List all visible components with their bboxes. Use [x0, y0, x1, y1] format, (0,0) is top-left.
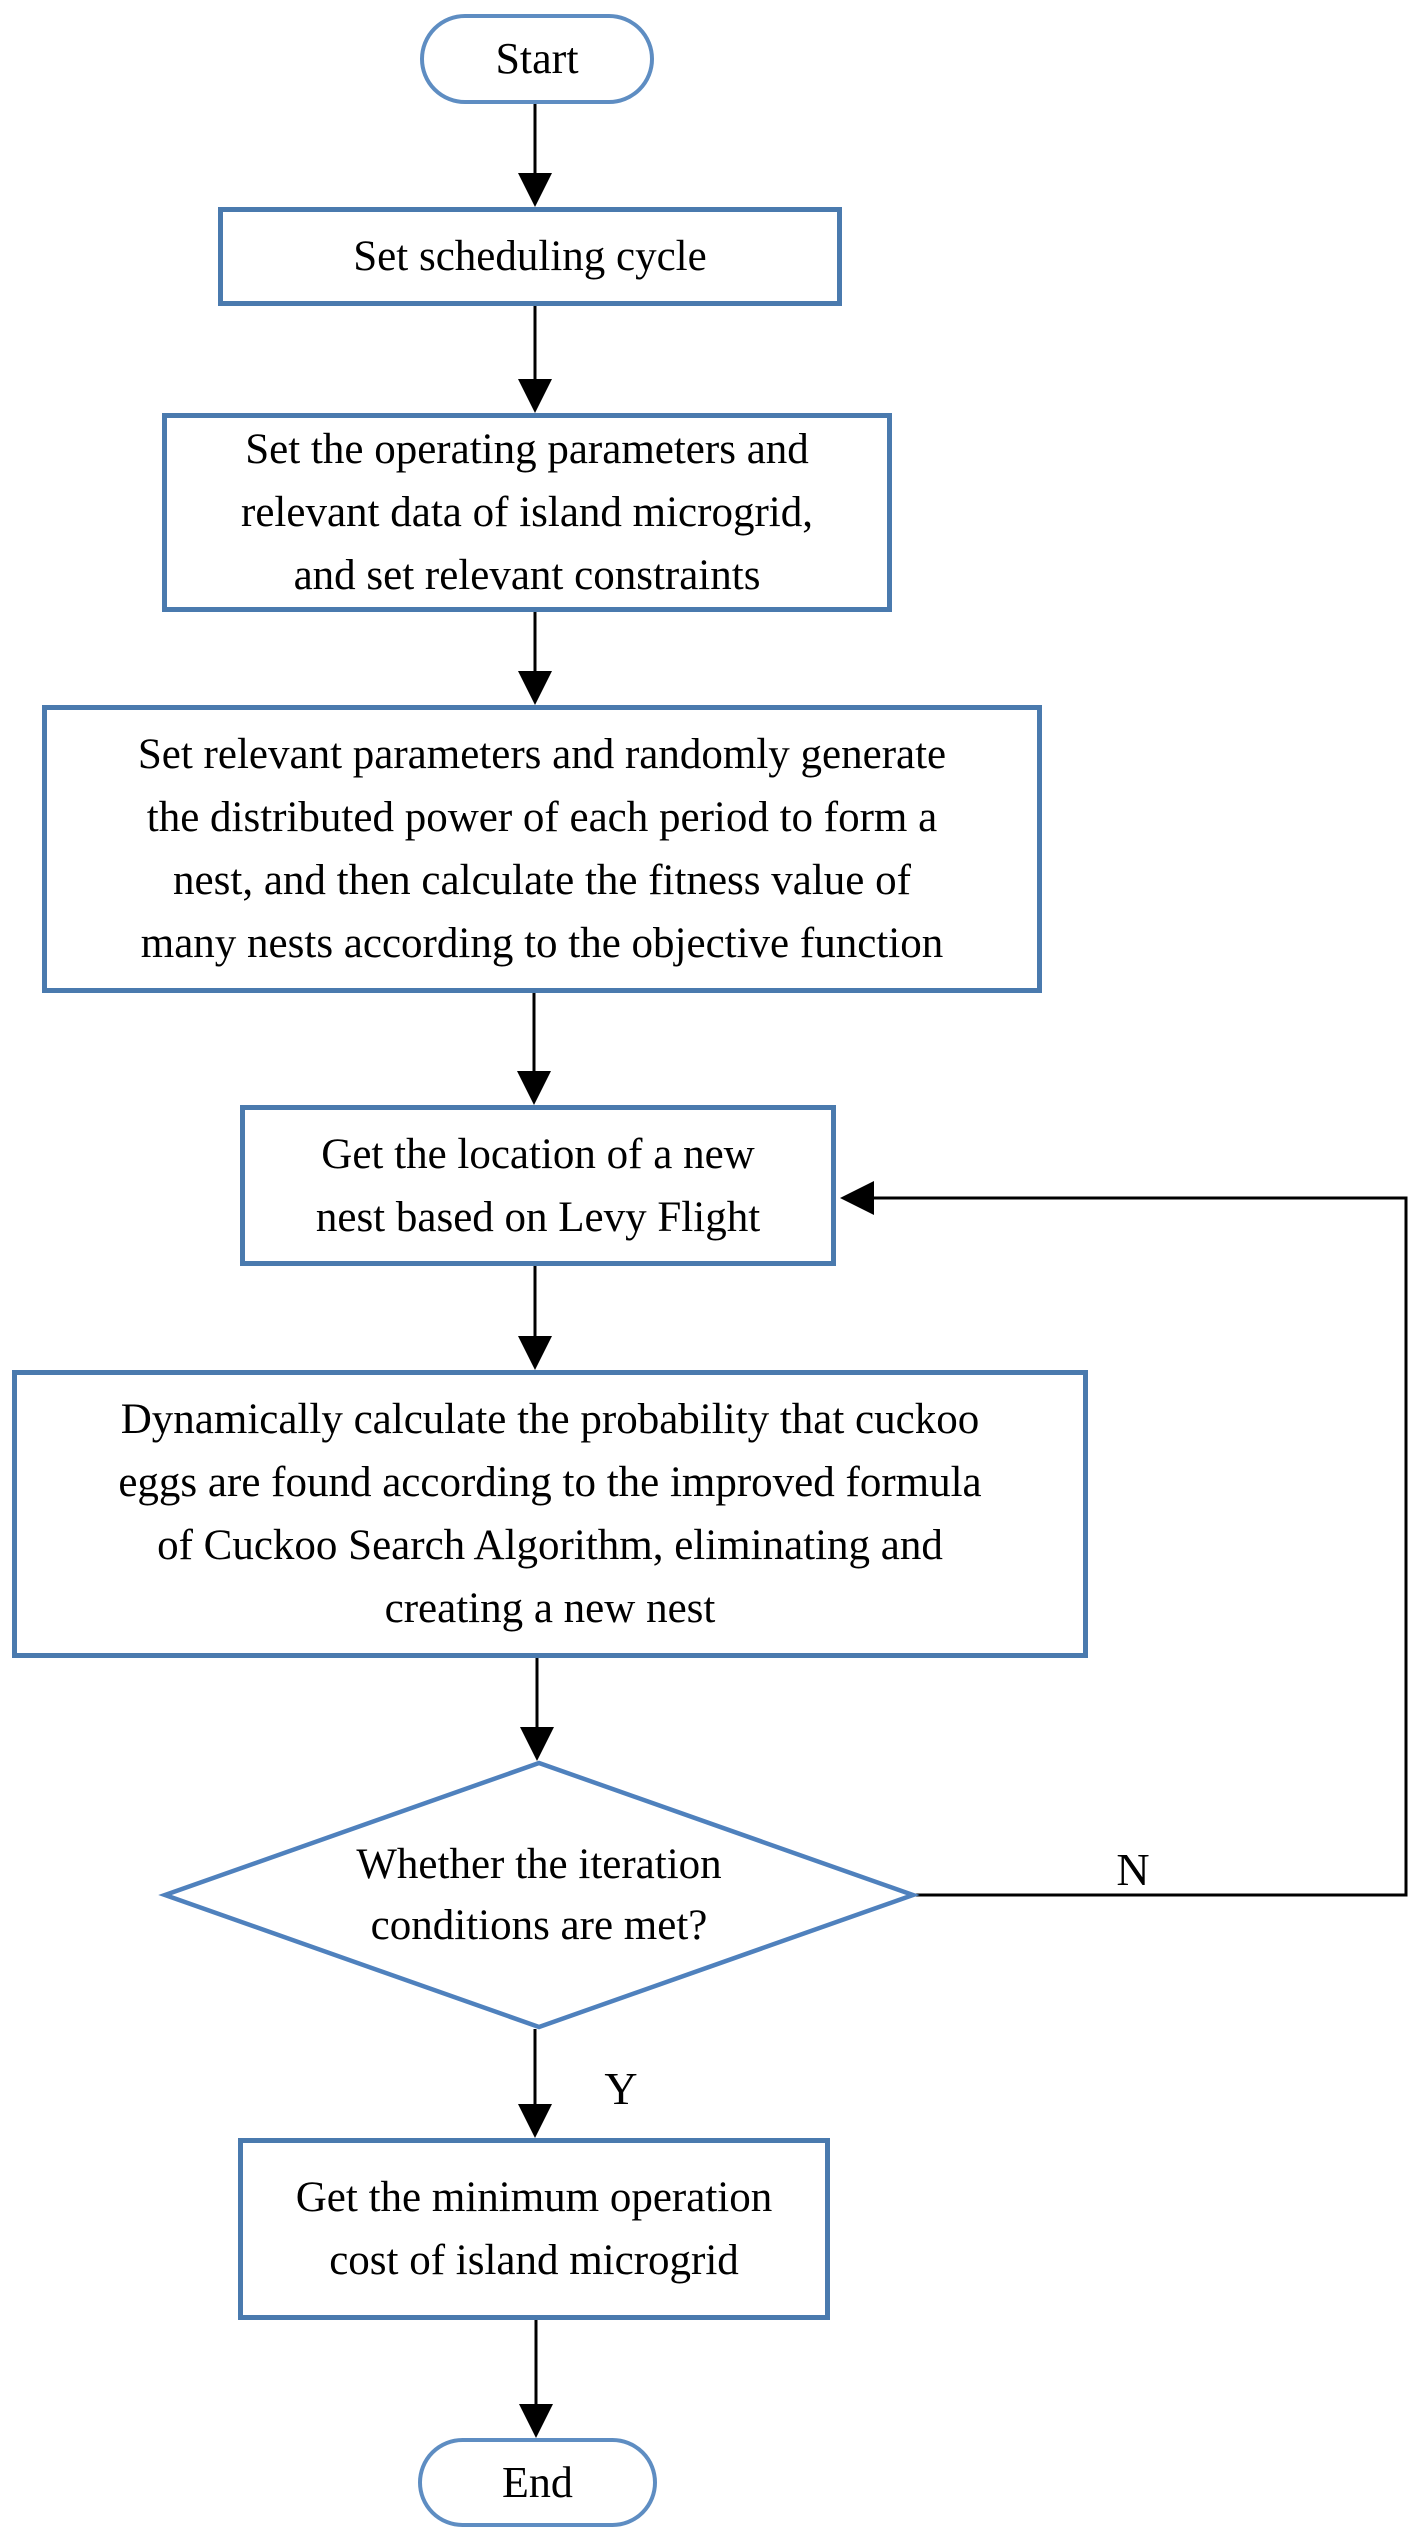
edge-label-yes: Y [604, 2062, 638, 2114]
node-generate-nests-label: Set relevant parameters and randomly gen… [137, 731, 947, 967]
node-minimum-cost: Get the minimum operation cost of island… [238, 2138, 830, 2320]
node-set-operating-parameters: Set the operating parameters and relevan… [162, 413, 892, 612]
node-start: Start [420, 14, 654, 104]
arrow-set-operating-parameters-to-generate-nests [518, 612, 552, 705]
loop-no-branch-arrow [840, 1181, 1408, 1897]
node-end-label: End [502, 2457, 573, 2507]
node-levy-flight: Get the location of a new nest based on … [240, 1105, 836, 1266]
decision-diamond-shape [158, 1760, 920, 2030]
node-start-label: Start [495, 34, 579, 83]
arrow-start-to-set-scheduling-cycle [518, 104, 552, 207]
arrow-iteration-decision-to-minimum-cost [518, 2029, 552, 2138]
node-iteration-decision: Whether the iteration conditions are met… [165, 1763, 913, 2027]
arrow-cuckoo-probability-to-iteration-decision [520, 1658, 554, 1761]
node-set-scheduling-cycle: Set scheduling cycle [218, 207, 842, 306]
arrow-levy-flight-to-cuckoo-probability [518, 1266, 552, 1370]
arrow-minimum-cost-to-end [519, 2320, 553, 2438]
edge-label-no: N [1116, 1843, 1150, 1895]
node-end: End [418, 2438, 657, 2527]
node-set-scheduling-cycle-label: Set scheduling cycle [353, 233, 707, 280]
arrow-generate-nests-to-levy-flight [517, 993, 551, 1105]
node-set-operating-parameters-label: Set the operating parameters and relevan… [241, 426, 813, 599]
node-minimum-cost-label: Get the minimum operation cost of island… [295, 2174, 773, 2284]
node-cuckoo-probability-label: Dynamically calculate the probability th… [118, 1396, 982, 1632]
arrow-set-scheduling-cycle-to-set-operating-parameters [518, 306, 552, 413]
node-cuckoo-probability: Dynamically calculate the probability th… [12, 1370, 1088, 1658]
node-levy-flight-label: Get the location of a new nest based on … [315, 1130, 761, 1241]
node-iteration-decision-label: Whether the iteration conditions are met… [356, 1841, 722, 1949]
node-generate-nests: Set relevant parameters and randomly gen… [42, 705, 1042, 993]
